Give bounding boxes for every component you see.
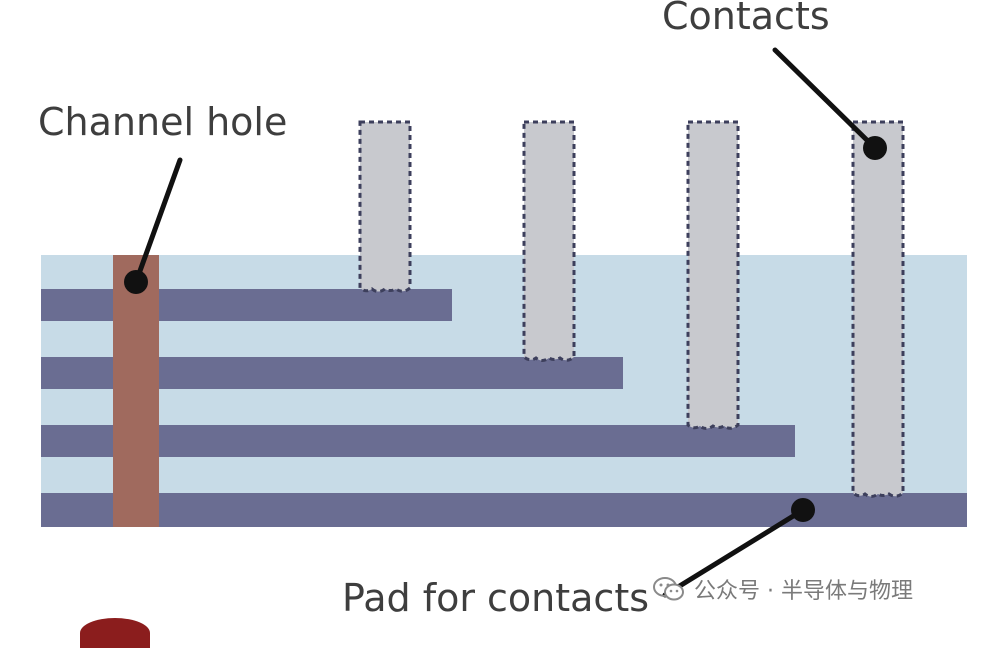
channel-hole-leader (124, 157, 183, 294)
watermark-text: 公众号 · 半导体与物理 (694, 579, 913, 604)
contact-4 (851, 120, 905, 498)
word-line-layer-3 (41, 425, 795, 457)
watermark: 公众号 · 半导体与物理 (652, 574, 913, 604)
contacts-leader (772, 47, 887, 160)
contacts-label: Contacts (662, 0, 830, 38)
word-line-layer-4 (41, 493, 967, 527)
pad-for-contacts-label: Pad for contacts (342, 576, 650, 620)
contact-1 (358, 120, 412, 293)
contact-2 (522, 120, 576, 362)
contact-3 (686, 120, 740, 430)
channel-hole (113, 255, 159, 527)
channel-hole-label: Channel hole (38, 100, 288, 144)
corner-decoration (80, 618, 150, 648)
word-line-layer-1 (41, 289, 452, 321)
3d-nand-staircase-diagram (41, 47, 967, 598)
wechat-icon (653, 577, 684, 601)
pad-leader (662, 498, 815, 598)
